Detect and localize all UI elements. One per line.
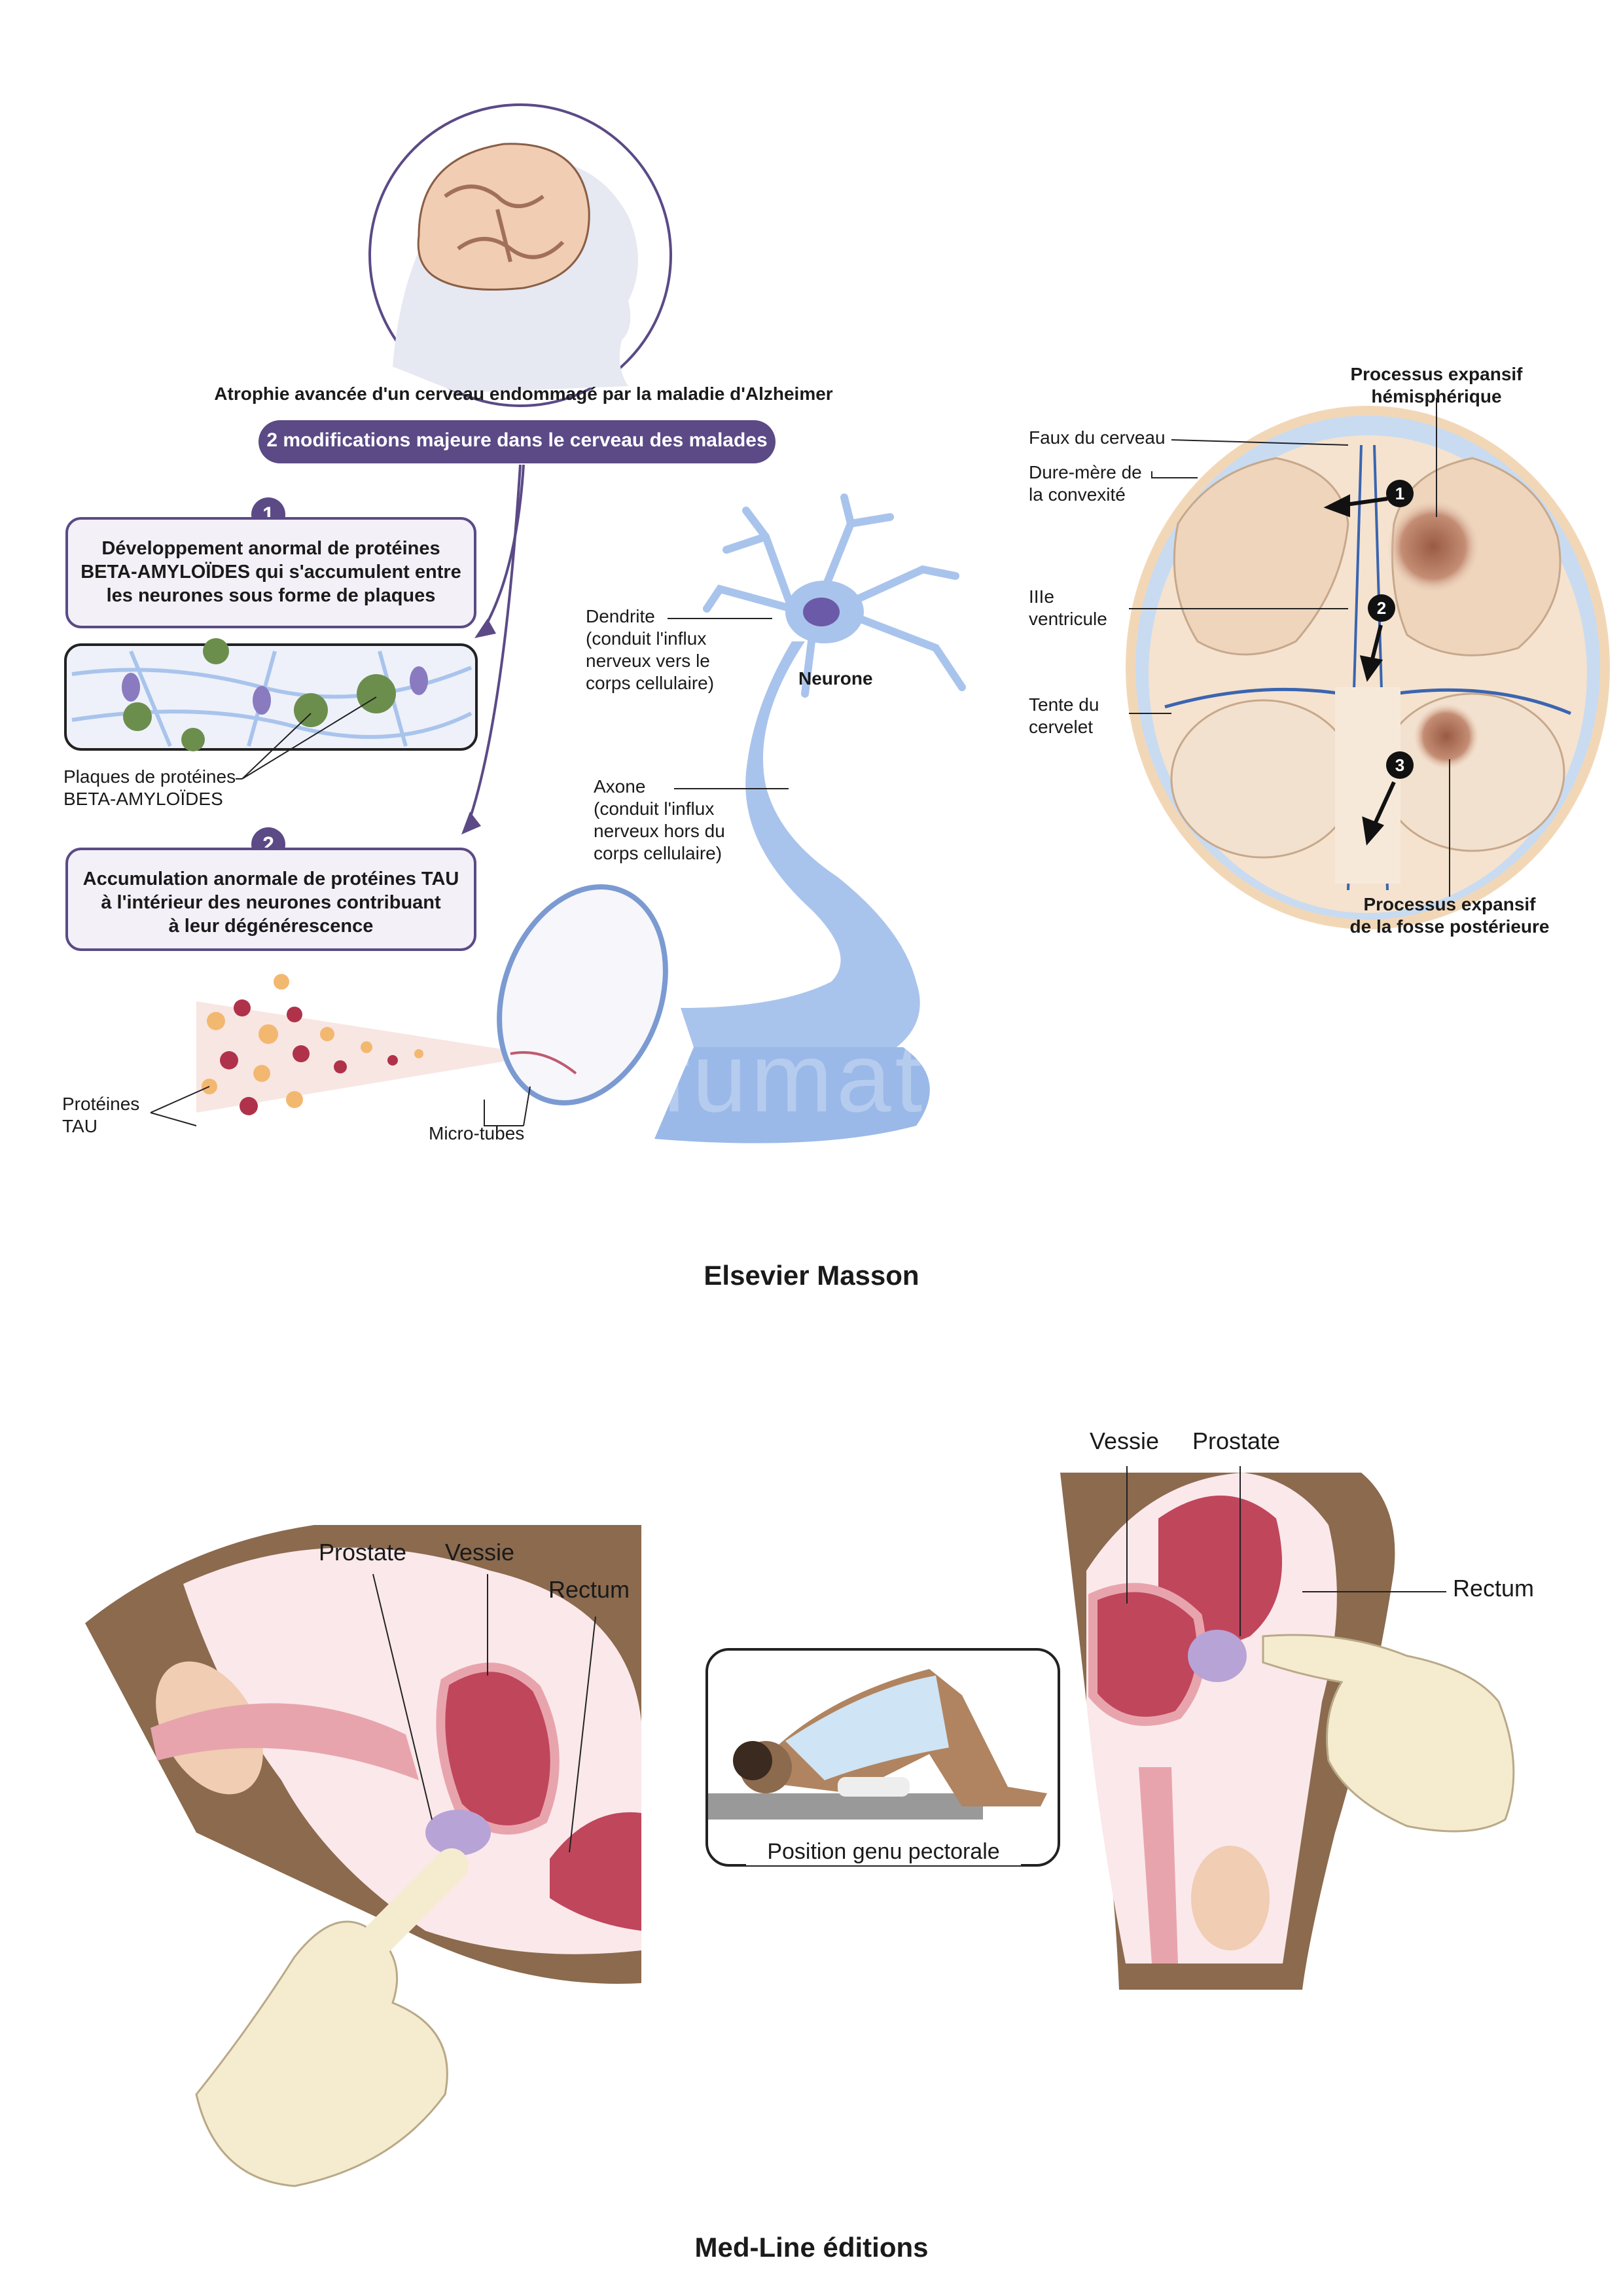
tau-proteins [196, 974, 510, 1115]
marker-3: 3 [1386, 751, 1414, 779]
neuron-illustration [497, 493, 966, 1143]
plaques-label: Plaques de protéines BETA-AMYLOÏDES [63, 766, 236, 809]
tente-label: Tente du cervelet [1029, 694, 1099, 737]
right-prostate-label: Prostate [1192, 1427, 1281, 1454]
microtubes-leader [484, 1086, 531, 1126]
neurone-label: Neurone [798, 668, 873, 689]
marker-2: 2 [1368, 594, 1395, 622]
prostate-left-leaders [372, 1573, 596, 1853]
microtubes-label: Micro-tubes [429, 1123, 525, 1143]
step1-box: Développement anormal de protéines BETA-… [65, 517, 476, 628]
plaques-leader [236, 696, 377, 780]
position-label: Position genu pectorale [746, 1838, 1021, 1865]
arrowhead-2 [461, 812, 481, 834]
prostate-right-leaders [1126, 1466, 1446, 1636]
arrowhead-1 [474, 619, 496, 638]
right-rectum-label: Rectum [1453, 1575, 1535, 1602]
step2-box: Accumulation anormale de protéines TAU à… [65, 848, 476, 951]
left-prostate-label: Prostate [319, 1539, 407, 1566]
watermark: fumat [661, 1022, 927, 1132]
plaques-panel [64, 638, 478, 751]
marker-1: 1 [1386, 480, 1414, 507]
tau-leader [150, 1086, 210, 1126]
brain-arrows [1323, 494, 1396, 846]
left-rectum-label: Rectum [548, 1576, 630, 1603]
tau-label: Protéines TAU [62, 1094, 140, 1136]
axone-label: Axone (conduit l'influx nerveux hors du … [594, 776, 725, 863]
dure-mere-label: Dure-mère de la convexité [1029, 462, 1142, 505]
modifications-pill: 2 modifications majeure dans le cerveau … [259, 420, 776, 463]
prostate-right-illustration [1060, 1473, 1515, 1990]
dendrite-label: Dendrite (conduit l'influx nerveux vers … [586, 606, 715, 693]
hemispheric-label: Processus expansif hémisphérique [1350, 364, 1523, 406]
ventricule-label: IIIe ventricule [1029, 586, 1107, 629]
position-box [705, 1648, 1060, 1867]
credit-elsevier: Elsevier Masson [704, 1260, 919, 1291]
head-caption: Atrophie avancée d'un cerveau endommagé … [214, 384, 833, 404]
prostate-left-illustration [85, 1525, 641, 2187]
right-vessie-label: Vessie [1090, 1427, 1160, 1454]
posterior-label: Processus expansif de la fosse postérieu… [1349, 894, 1550, 937]
purple-arrows [467, 464, 525, 825]
faux-label: Faux du cerveau [1029, 427, 1166, 448]
credit-medline: Med-Line éditions [694, 2232, 929, 2263]
alzheimer-head-illustration [368, 103, 672, 407]
left-vessie-label: Vessie [445, 1539, 515, 1566]
brain-leaders [1129, 398, 1450, 897]
